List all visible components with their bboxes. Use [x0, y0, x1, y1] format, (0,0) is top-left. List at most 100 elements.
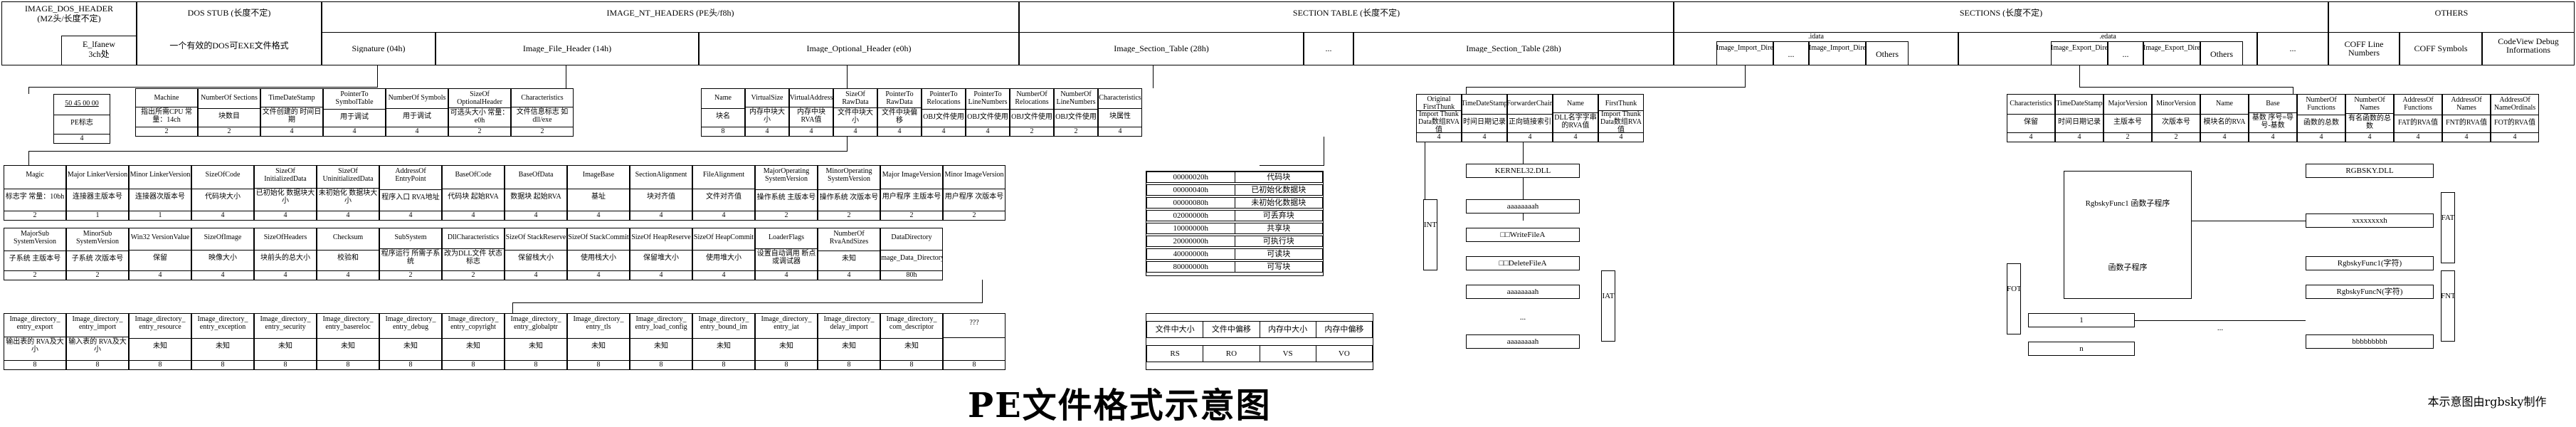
optional-field-desc: 操作系统 主版本号	[756, 189, 817, 205]
export-fat-entry	[2306, 214, 2434, 228]
signature-size: 4	[54, 134, 110, 143]
data-directory-desc: 未知	[818, 337, 880, 354]
connector-data-directory	[982, 280, 983, 302]
export-field-size: 4	[2443, 132, 2490, 142]
e-lfanew-label: E_lfanew	[83, 40, 115, 48]
optional-field-name: SizeOfHeaders	[263, 233, 307, 241]
nt-headers-title: IMAGE_NT_HEADERS (PE头/f8h)	[606, 9, 734, 17]
fot-label: FOT	[2007, 285, 2021, 293]
optional-field-desc: 子系统 主版本号	[4, 250, 65, 266]
optional-field-size: 4	[192, 211, 253, 220]
file-header-field-size: 4	[324, 127, 385, 136]
export-field-name: AddressOf Names	[2451, 96, 2482, 112]
size-legend-headers: 文件中大小文件中偏移内存中大小内存中偏移	[1146, 321, 1373, 338]
export-fot-column	[2007, 263, 2021, 334]
file-header-field-name: NumberOf Symbols	[388, 93, 446, 102]
section-field-name: PointerTo RawData	[885, 90, 914, 106]
rgbsky-dll-name: RGBSKY.DLL	[2345, 167, 2394, 175]
export-func1: RgbskyFunc1 函数子程序	[2085, 199, 2170, 208]
connector-data-directory-v2	[512, 302, 513, 313]
data-directory-size: 8	[443, 360, 504, 369]
optional-field-desc: Image_Data_Directory	[881, 249, 942, 265]
data-directory-name: Image_directory_ delay_import	[823, 315, 875, 331]
optional-field-desc: 子系统 次版本号	[67, 250, 128, 266]
export-dir-cell-1	[2051, 41, 2108, 65]
iat-entry-1-label: aaaaaaaah	[1506, 202, 1539, 211]
data-directory-name: Image_directory_ entry_iat	[761, 315, 812, 331]
export-field-desc: 函数的总数	[2298, 114, 2345, 130]
export-ellipsis: ...	[2122, 50, 2129, 58]
optional-field-name: Minor LinkerVersion	[130, 170, 191, 179]
author-credit: 本示意图由rgbsky制作	[2427, 396, 2547, 408]
idata-others: Others	[1876, 50, 1899, 58]
section-table-label-1: Image_Section_Table (28h)	[1114, 44, 1209, 53]
export-field-name: NumberOf Functions	[2306, 96, 2337, 112]
file-header-field-name: PointerTo SymbolTable	[335, 90, 374, 106]
connector-import-dir-v2	[1466, 87, 1467, 94]
connector-signature-v2	[28, 87, 29, 94]
optional-header-label: Image_Optional_Header (e0h)	[806, 44, 912, 53]
optional-field-name: Major LinkerVersion	[67, 170, 128, 179]
optional-field-size: 2	[756, 211, 817, 220]
characteristic-value: 00000040h	[1147, 185, 1235, 195]
data-directory-size: 8	[881, 360, 942, 369]
file-header-field-name: SizeOf OptionalHeader	[457, 90, 502, 106]
section-field-name: NumberOf Relocations	[1015, 90, 1049, 106]
optional-field-name: Minor ImageVersion	[944, 170, 1004, 179]
section-field-desc: OBJ文件使用	[1055, 108, 1097, 125]
data-directory-cell: ???8	[943, 313, 1005, 370]
file-header-field-desc: 文件创建的 时间日期	[261, 107, 322, 124]
optional-field-size: 2	[4, 270, 65, 280]
section-field-name: NumberOf LineNumbers	[1056, 90, 1096, 106]
section-table-ellipsis: ...	[1325, 44, 1332, 53]
section-table-cell-2	[1353, 32, 1674, 65]
optional-field-name: SubSystem	[394, 233, 427, 241]
optional-field-name: LoaderFlags	[769, 233, 804, 241]
optional-field-desc: 校验和	[317, 249, 379, 265]
optional-field-size: 4	[380, 211, 441, 220]
import-field-name: Original FirstThunk	[1422, 95, 1455, 111]
data-directory-name: Image_directory_ entry_basereloc	[322, 315, 374, 331]
size-legend-value: VO	[1338, 349, 1350, 358]
page-title: PE文件格式示意图	[968, 386, 1272, 426]
import-field-size: 4	[1417, 132, 1461, 142]
connector-signature	[377, 65, 378, 87]
data-directory-desc: 未知	[255, 337, 316, 354]
int-label: INT	[1423, 221, 1437, 229]
section-field-name: PointerTo Relocations	[927, 90, 961, 106]
section-field-size: 4	[966, 127, 1009, 136]
optional-field-size: 4	[568, 270, 629, 280]
iat-entry-2-label: aaaaaaaah	[1506, 288, 1539, 296]
export-field-desc: 基数 序号=导号-基数	[2249, 112, 2296, 130]
optional-field-size: 4	[317, 211, 379, 220]
e-lfanew-offset: 3ch处	[88, 50, 110, 58]
optional-field-name: DataDirectory	[891, 233, 932, 241]
optional-field-name: FileAlignment	[702, 170, 745, 179]
section-table-ellipsis-cell	[1304, 32, 1353, 65]
idata-others-cell	[1866, 41, 1909, 65]
iat-item-2-label: □□DeleteFileA	[1499, 259, 1547, 268]
optional-field-size: 4	[630, 211, 692, 220]
data-directory-name: Image_directory_ entry_security	[260, 315, 311, 331]
export-field-size: 4	[2395, 132, 2442, 142]
import-field-size: 4	[1553, 132, 1598, 142]
connector-characteristics-h	[1260, 165, 1324, 166]
optional-field-name: ImageBase	[582, 170, 615, 179]
data-directory-size: 8	[818, 360, 880, 369]
size-legend-value: RO	[1203, 346, 1260, 362]
dos-header-subtitle: (MZ头/长度不定)	[37, 14, 101, 23]
data-directory-size: 8	[67, 360, 128, 369]
